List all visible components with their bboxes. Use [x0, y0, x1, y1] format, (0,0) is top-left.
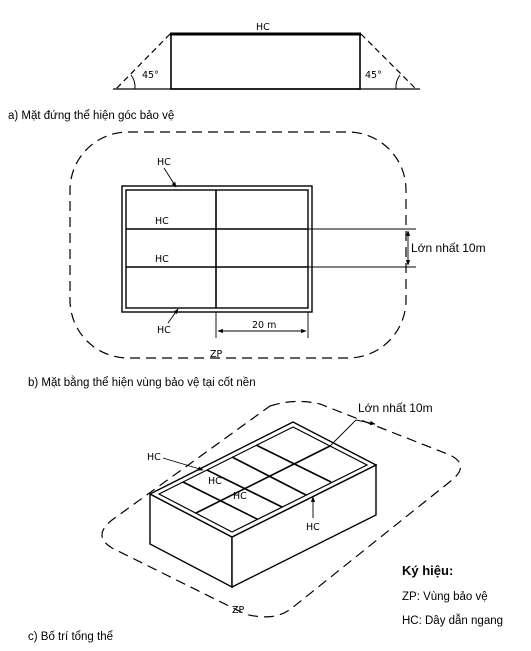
iso-hc-a-leader — [162, 457, 204, 471]
legend: Ký hiệu: ZP: Vùng bảo vệ HC: Dây dẫn nga… — [402, 563, 503, 627]
caption-a: a) Mặt đứng thể hiện góc bảo vệ — [8, 110, 174, 122]
protection-zone-boundary — [69, 131, 407, 359]
right-protection-slope — [360, 33, 417, 90]
plan-max-spacing-label: Lớn nhất 10m — [411, 241, 486, 255]
iso-hc-c-label: HC — [233, 491, 247, 502]
iso-spacing-ext-line — [329, 419, 357, 447]
roof-parapet-inner — [157, 426, 369, 533]
left-angle-arc — [130, 74, 136, 90]
iso-grid-conductor-ridge — [195, 445, 331, 514]
hc-bottom-leader — [167, 308, 179, 324]
caption-b: b) Mặt bằng thể hiện vùng bảo vệ tại cốt… — [28, 376, 256, 389]
legend-hc: HC: Dây dẫn ngang — [402, 614, 503, 627]
iso-hc-a-label: HC — [147, 452, 161, 463]
iso-protection-zone-boundary — [101, 400, 462, 618]
iso-max-spacing-label: Lớn nhất 10m — [358, 401, 433, 415]
plan-zp-label: ZP — [210, 349, 223, 360]
plan-width-label: 20 m — [252, 320, 276, 331]
caption-c: c) Bố trí tổng thể — [28, 631, 113, 643]
isometric-view: Lớn nhất 10m HC HC HC HC ZP c) Bố trí tổ… — [28, 400, 462, 643]
plan-hc-row2-label: HC — [155, 254, 169, 265]
iso-hc-b-label: HC — [208, 476, 222, 487]
roof-outer-edge — [121, 185, 313, 313]
hc-top-leader — [163, 167, 177, 188]
elevation-view: HC 45° 45° a) Mặt đứng thể hiện góc bảo … — [8, 22, 420, 122]
plan-view: Lớn nhất 10m 20 m HC HC HC HC ZP b) Mặt … — [28, 131, 486, 389]
building-elevation — [170, 33, 361, 90]
iso-spacing-arrow — [355, 419, 376, 426]
roof-inner-edge — [125, 189, 309, 309]
right-angle-arc — [395, 74, 401, 90]
iso-hc-d-label: HC — [306, 522, 320, 533]
legend-title: Ký hiệu: — [402, 563, 453, 578]
left-angle-label: 45° — [142, 70, 159, 81]
plan-hc-row1-label: HC — [155, 216, 169, 227]
legend-zp: ZP: Vùng bảo vệ — [402, 591, 488, 603]
elevation-hc-label: HC — [256, 22, 270, 33]
right-angle-label: 45° — [365, 70, 382, 81]
plan-hc-top-label: HC — [157, 157, 171, 168]
plan-hc-bottom-label: HC — [157, 325, 171, 336]
left-protection-slope — [115, 33, 171, 90]
iso-zp-label: ZP — [232, 605, 245, 616]
